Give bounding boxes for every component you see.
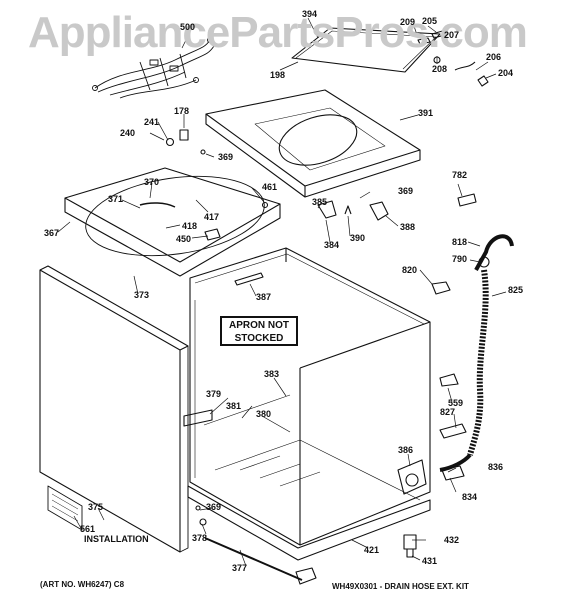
cabinet-drawing	[183, 247, 431, 561]
part-number-label: 207	[444, 30, 460, 40]
part-number-label: 386	[398, 445, 414, 455]
part-number-label: 790	[452, 254, 468, 264]
part-number-label: 782	[452, 170, 468, 180]
part-number-label: 209	[400, 17, 416, 27]
part-number-label: 387	[256, 292, 272, 302]
part-number-label: 450	[176, 234, 192, 244]
part-number-label: 825	[508, 285, 524, 295]
part-number-label: 378	[192, 533, 208, 543]
part-number-label: 820	[402, 265, 418, 275]
part-number-label: 208	[432, 64, 448, 74]
part-number-label: 418	[182, 221, 198, 231]
part-number-label: 205	[422, 16, 438, 26]
part-number-label: 367	[44, 228, 60, 238]
leader-lines	[57, 17, 507, 567]
part-number-label: 431	[422, 556, 438, 566]
part-number-label: 421	[364, 545, 380, 555]
part-number-label: 204	[498, 68, 514, 78]
part-number-label: 241	[144, 117, 160, 127]
part-number-label: 379	[206, 389, 222, 399]
part-number-label: 559	[448, 398, 464, 408]
apron-note-line-2: STOCKED	[234, 333, 284, 344]
part-number-label: 384	[324, 240, 340, 250]
part-number-label: 417	[204, 212, 220, 222]
part-number-label: 391	[418, 108, 434, 118]
part-number-label: 178	[174, 106, 190, 116]
part-number-label: 500	[180, 22, 196, 32]
tub-ring-drawing	[64, 167, 281, 263]
drain-hose-kit-label: WH49X0301 - DRAIN HOSE EXT. KIT	[332, 582, 469, 591]
part-number-label: 394	[302, 9, 318, 19]
top-cover-drawing	[205, 89, 421, 187]
part-number-label: 390	[350, 233, 366, 243]
part-number-label: 206	[486, 52, 502, 62]
part-number-label: 380	[256, 409, 272, 419]
part-number-label: 369	[398, 186, 414, 196]
part-number-label: 370	[144, 177, 160, 187]
apron-note: APRON NOT STOCKED	[220, 316, 298, 346]
wire-harness-drawing	[92, 37, 215, 99]
part-number-label: 375	[88, 502, 104, 512]
drain-hose-drawing	[439, 234, 514, 472]
part-number-label: 385	[312, 197, 328, 207]
part-number-label: 461	[262, 182, 278, 192]
part-number-label: 371	[108, 194, 124, 204]
apron-note-line-1: APRON NOT	[229, 320, 289, 331]
part-number-label: 432	[444, 535, 460, 545]
part-number-label: 834	[462, 492, 478, 502]
part-number-label: 827	[440, 407, 456, 417]
installation-label: INSTALLATION	[84, 534, 149, 544]
art-number: (ART NO. WH6247) C8	[40, 580, 125, 589]
part-number-label: 369	[218, 152, 234, 162]
part-number-label: 369	[206, 502, 222, 512]
part-number-label: 198	[270, 70, 286, 80]
part-number-label: 388	[400, 222, 416, 232]
part-number-label: 818	[452, 237, 468, 247]
part-number-label: 383	[264, 369, 280, 379]
part-number-label: 373	[134, 290, 150, 300]
front-panel-drawing	[39, 265, 189, 553]
part-number-label: 240	[120, 128, 136, 138]
watermark: AppliancePartsPros.com	[28, 8, 528, 57]
part-number-label: 836	[488, 462, 504, 472]
part-number-label: 381	[226, 401, 242, 411]
lid-drawing	[291, 27, 441, 73]
part-number-label: 561	[80, 524, 96, 534]
part-number-label: 377	[232, 563, 248, 573]
